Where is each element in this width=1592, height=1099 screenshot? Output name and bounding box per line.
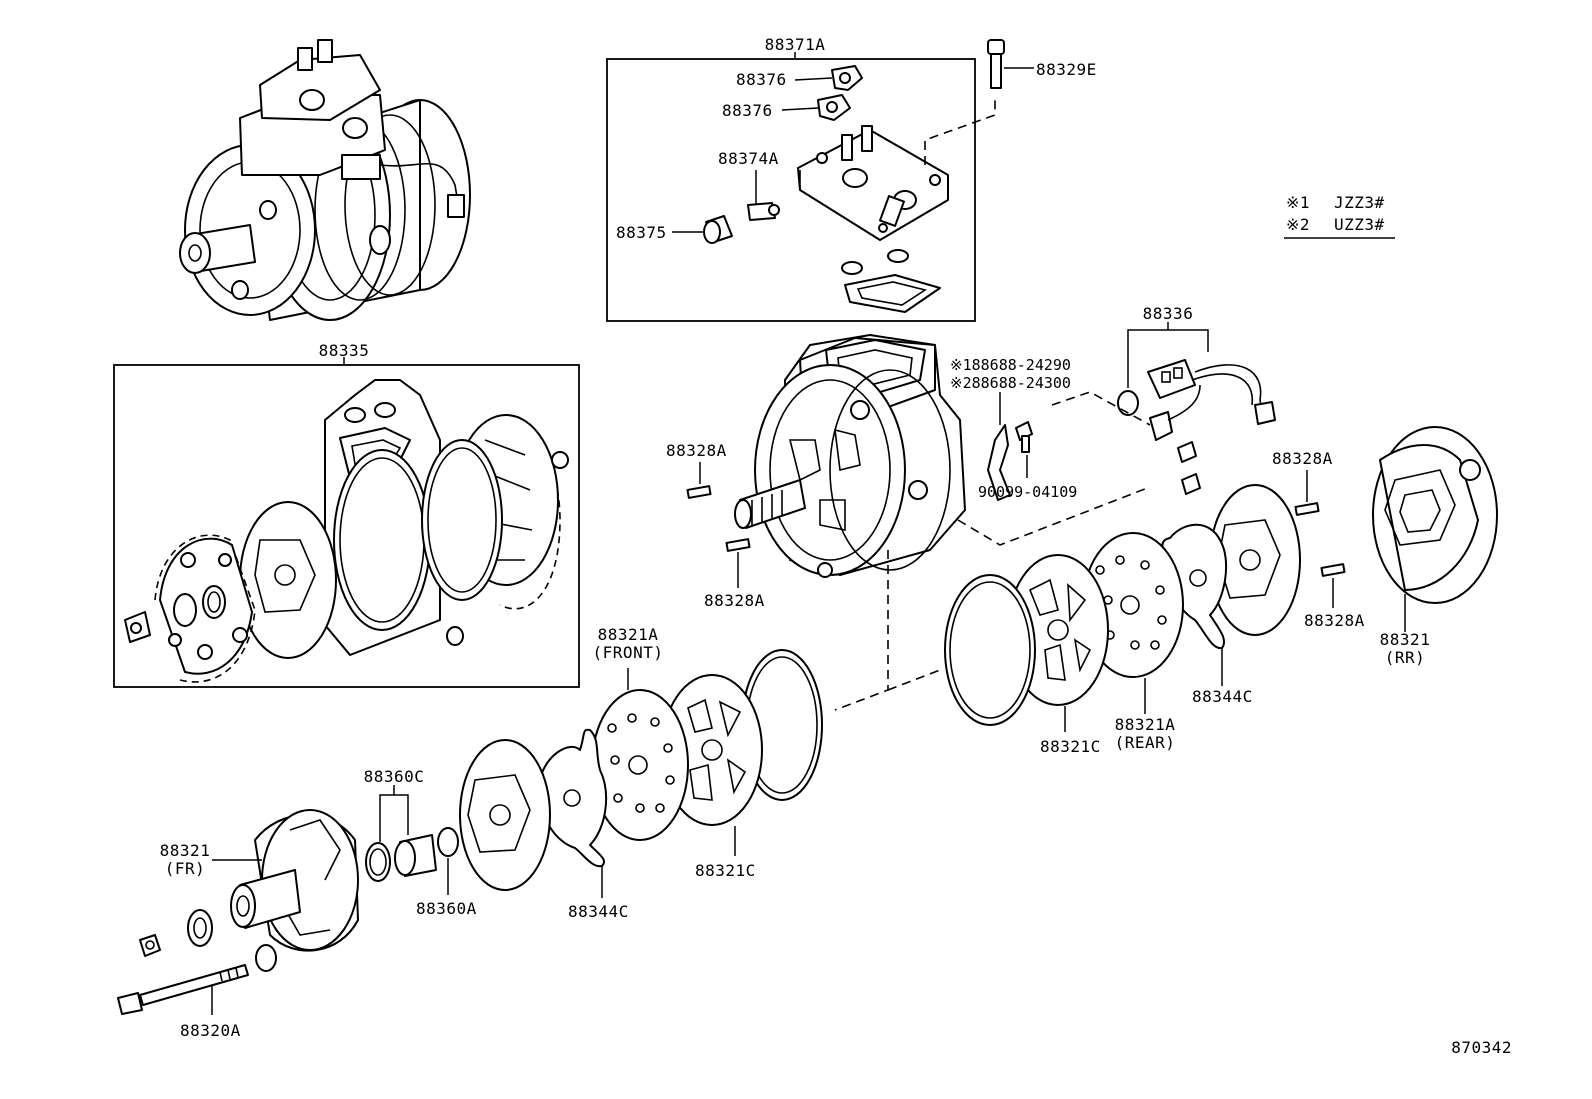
sensor-icon (1149, 411, 1173, 441)
label-88328A-2: 88328A (704, 591, 765, 610)
label-88321A-front-sub: (FRONT) (593, 643, 664, 662)
label-88360C: 88360C (364, 767, 425, 786)
legend-mark-2: ※2 (1286, 215, 1310, 234)
label-88375: 88375 (616, 223, 667, 242)
front-stack: 88321C 88321A (FRONT) 88344C 88360A 8836… (117, 625, 823, 1040)
control-valve-group: 88371A 88376 88376 88374A 88375 (606, 35, 996, 322)
label-88321A-rear-sub: (REAR) (1115, 733, 1176, 752)
o-ring-icon (1117, 390, 1139, 416)
pin-icon (686, 485, 712, 499)
pin-icon (1320, 563, 1346, 577)
label-88336: 88336 (1143, 304, 1194, 323)
legend-model-2: UZZ3# (1334, 215, 1385, 234)
suction-plate-icon (591, 689, 689, 841)
model-legend: ※1 JZZ3# ※2 UZZ3# (1284, 193, 1395, 239)
connector-icon (1147, 359, 1196, 399)
label-88321-rr-sub: (RR) (1385, 648, 1426, 667)
label-88376-upper: 88376 (736, 70, 787, 89)
snap-ring-icon (437, 827, 459, 857)
pin-icon (1294, 502, 1320, 516)
bolt-icon (139, 964, 249, 1006)
valve-plate-icon (459, 739, 551, 891)
cylinder-kit-group: 88335 (113, 341, 580, 688)
label-88335: 88335 (319, 341, 370, 360)
reed-valve-icon (538, 728, 607, 868)
o-ring-icon (446, 626, 464, 646)
label-88371A: 88371A (765, 35, 826, 54)
compressor-body (734, 334, 966, 578)
label-88321-rr: 88321 (1380, 630, 1431, 649)
label-88376-lower: 88376 (722, 101, 773, 120)
label-88321-fr-sub: (FR) (165, 859, 206, 878)
o-ring-icon (421, 439, 503, 601)
label-88344C-front: 88344C (568, 902, 629, 921)
valve-plate-icon (239, 501, 337, 659)
label-90099-04109: 90099-04109 (978, 483, 1077, 501)
label-88328A-1: 88328A (666, 441, 727, 460)
bracket-group: ※188688-24290 ※288688-24300 90099-04109 (950, 356, 1077, 501)
bracket-icon (987, 424, 1011, 501)
o-ring-icon (202, 585, 226, 619)
label-88320A: 88320A (180, 1021, 241, 1040)
rear-stack: 88321 (RR) 88344C 88321A (REAR) 88321C (944, 426, 1498, 756)
legend-mark-1: ※1 (1286, 193, 1310, 212)
label-88328A-3: 88328A (1272, 449, 1333, 468)
legend-model-1: JZZ3# (1334, 193, 1385, 212)
label-88344C-rear: 88344C (1192, 687, 1253, 706)
compressor-assembly-icon (179, 39, 471, 321)
label-88321C-front: 88321C (695, 861, 756, 880)
label-88321A-rear: 88321A (1115, 715, 1176, 734)
wire-harness-group: 88336 (1051, 304, 1276, 495)
label-88360A: 88360A (416, 899, 477, 918)
pins-group: 88328A 88328A 88328A 88328A (666, 441, 1365, 630)
nut-icon (139, 934, 161, 957)
label-88328A-4: 88328A (1304, 611, 1365, 630)
o-ring-icon (887, 249, 909, 263)
label-88321C-rear: 88321C (1040, 737, 1101, 756)
label-88329E: 88329E (1036, 60, 1097, 79)
shim-icon (187, 909, 213, 947)
o-ring-icon (841, 261, 863, 275)
gasket-icon (844, 274, 941, 313)
o-ring-icon (333, 449, 431, 631)
o-ring-icon (944, 574, 1036, 726)
bolt-icon (987, 39, 1005, 55)
label-88321-fr: 88321 (160, 841, 211, 860)
label-88321A-front: 88321A (598, 625, 659, 644)
label-88374A: 88374A (718, 149, 779, 168)
pin-icon (725, 538, 751, 552)
diagram-number: 870342 (1451, 1038, 1512, 1057)
bolt-88329E: 88329E (987, 39, 1097, 89)
label-bracket-2: ※288688-24300 (950, 374, 1071, 392)
label-bracket-1: ※188688-24290 (950, 356, 1071, 374)
